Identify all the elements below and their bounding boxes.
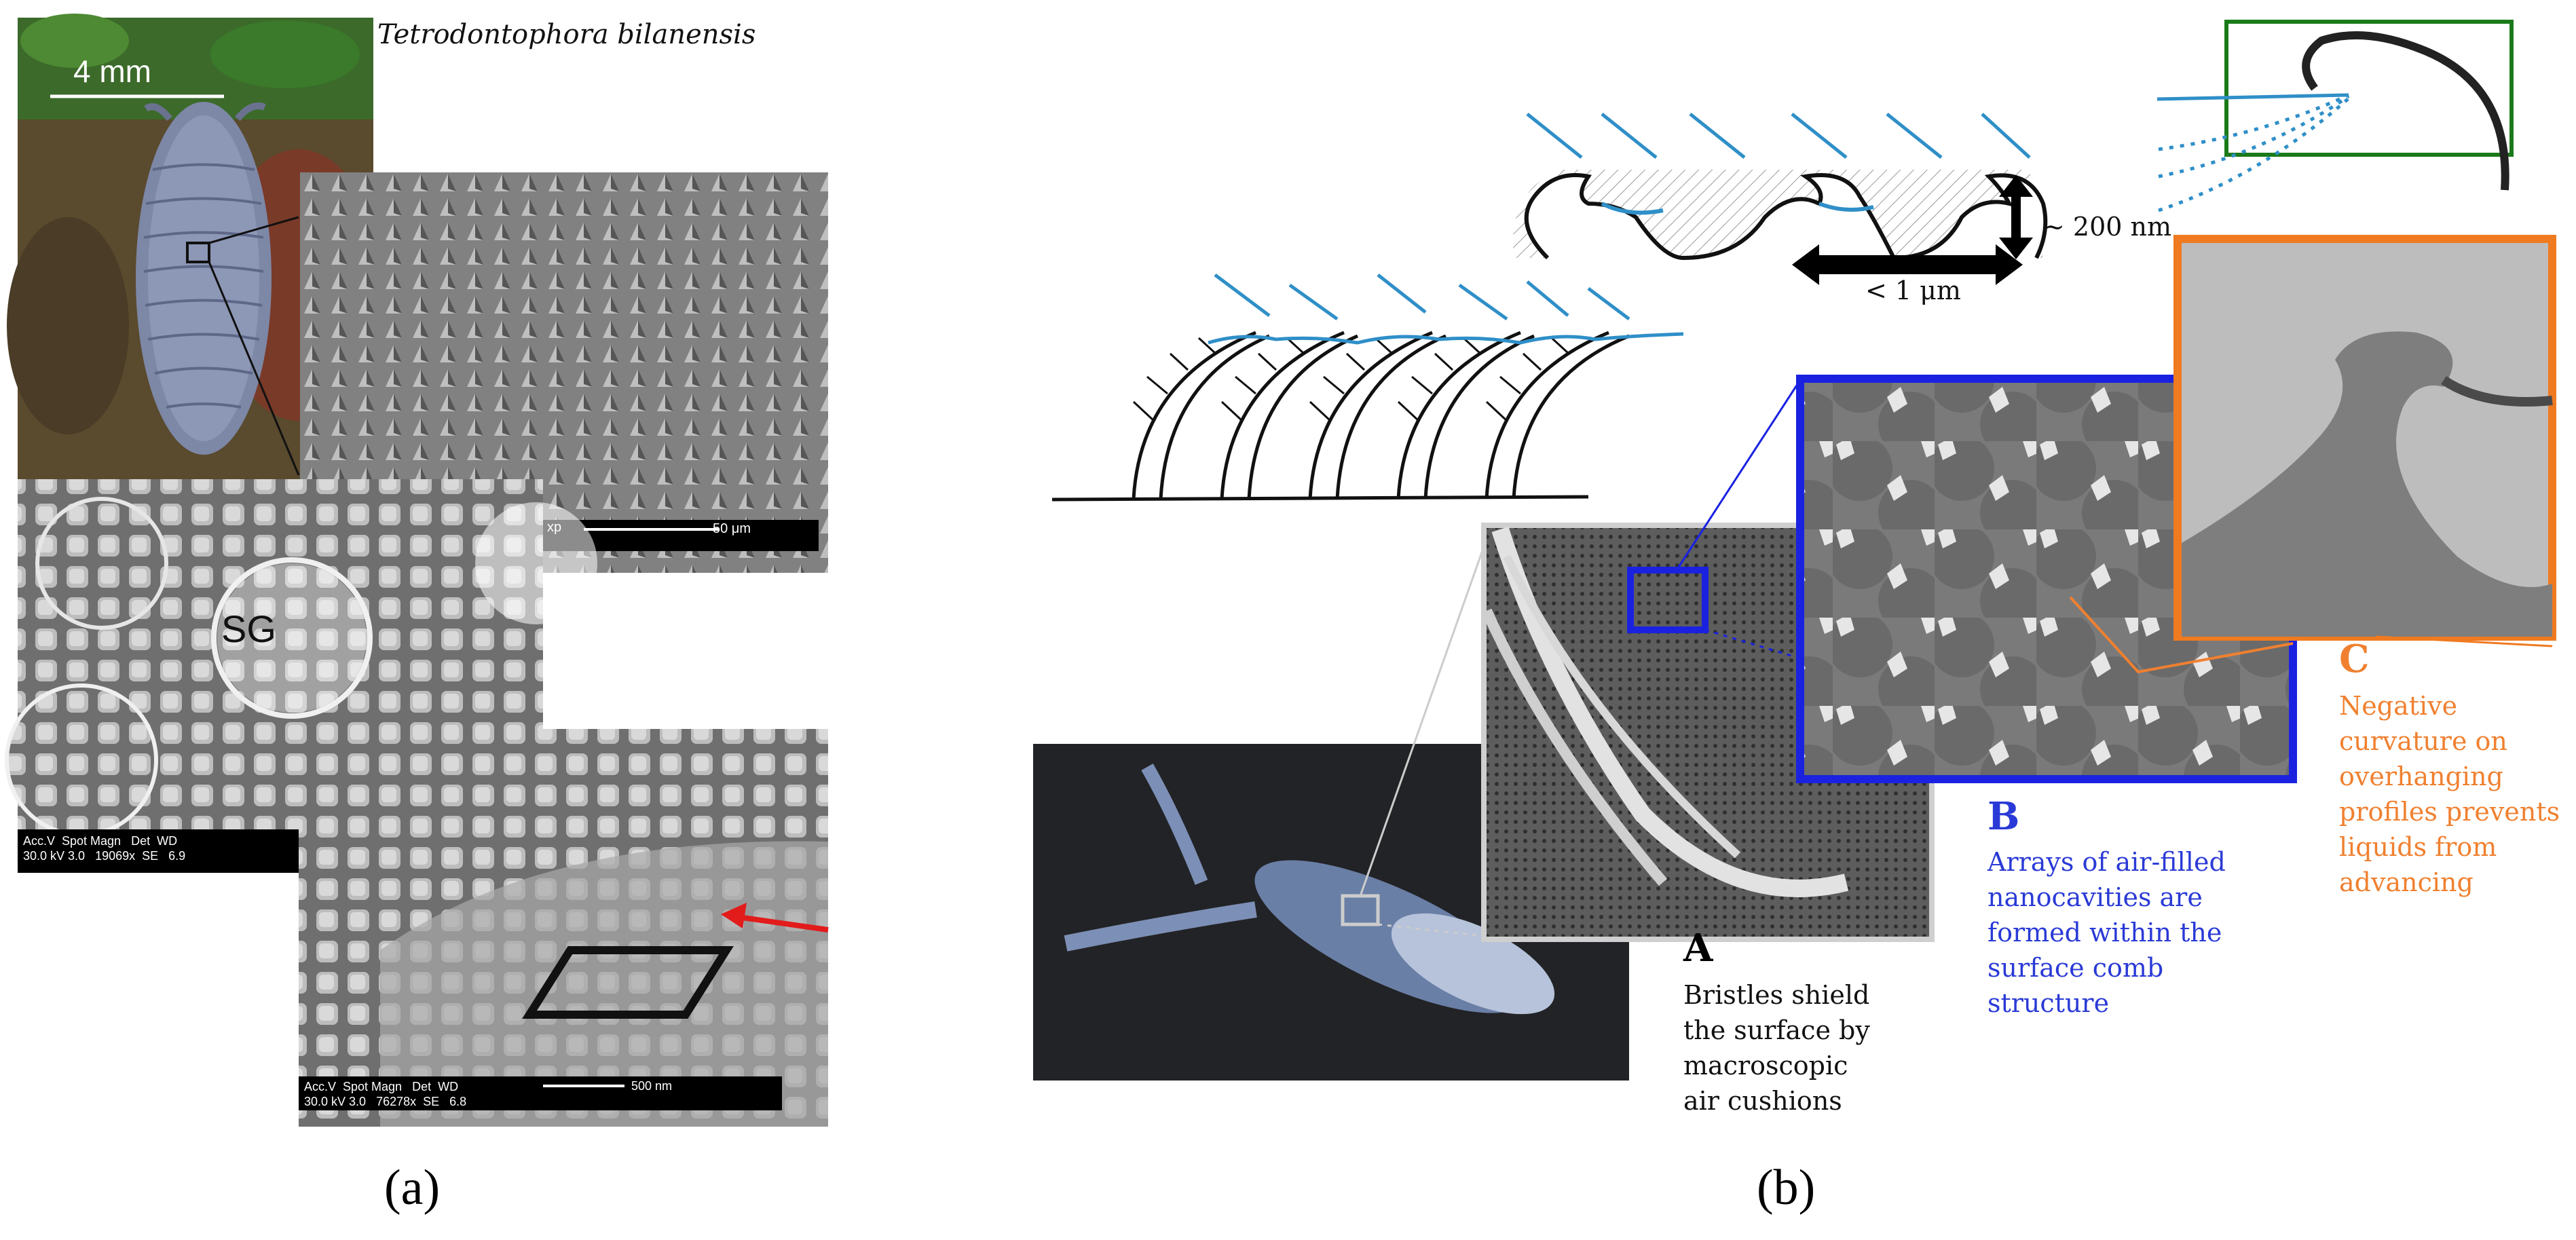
sg-label: SG bbox=[221, 607, 276, 650]
annotation-c-text: Negative curvature on overhanging profil… bbox=[2339, 691, 2560, 897]
dim-arrow-width bbox=[1792, 244, 2023, 285]
sem3-scale-label: 500 nm bbox=[631, 1079, 673, 1093]
bristle-diagram bbox=[1051, 331, 1630, 502]
panel-b-label: (b) bbox=[1757, 1160, 1816, 1216]
annotation-c-letter: C bbox=[2339, 637, 2370, 681]
dim-arrow-height bbox=[1999, 175, 2033, 259]
photo-scale-label: 4 mm bbox=[73, 54, 151, 89]
sem1-databar-prefix: xp bbox=[547, 520, 562, 535]
panel-a-label: (a) bbox=[384, 1160, 441, 1216]
sem-image-nanostructure bbox=[299, 729, 829, 1127]
contact-line-sketch bbox=[2157, 20, 2514, 212]
sem-image-spikes bbox=[300, 172, 828, 573]
annotation-a-letter: A bbox=[1683, 926, 1713, 971]
nanocavity-diagram bbox=[1512, 113, 2048, 285]
sem2-databar: Acc.V Spot Magn Det WD 30.0 kV 3.0 19069… bbox=[23, 834, 186, 863]
species-name: Tetrodontophora bilanensis bbox=[377, 19, 756, 50]
annotation-a-text: Bristles shield the surface by macroscop… bbox=[1683, 980, 1870, 1116]
dim-height-label: ~ 200 nm bbox=[2043, 212, 2172, 242]
sem3-databar: Acc.V Spot Magn Det WD 30.0 kV 3.0 76278… bbox=[304, 1080, 467, 1108]
annotation-b-letter: B bbox=[1987, 794, 2020, 839]
water-surface-lines bbox=[1208, 274, 1684, 345]
sem1-scale-label: 50 μm bbox=[713, 521, 751, 536]
tem-image-overhang bbox=[2173, 235, 2556, 647]
dim-width-label: < 1 μm bbox=[1865, 276, 1961, 305]
annotation-b-text: Arrays of air-filled nanocavities are fo… bbox=[1987, 847, 2226, 1018]
red-arrow bbox=[732, 914, 829, 933]
